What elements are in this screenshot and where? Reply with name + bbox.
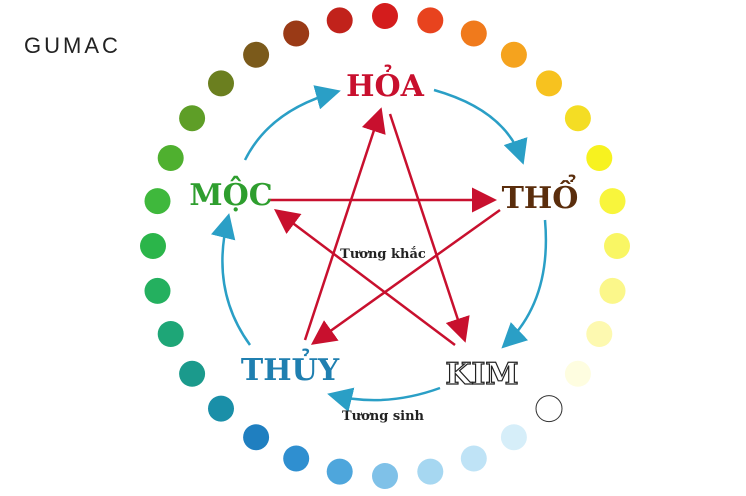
brand-logo: GUMAC xyxy=(24,33,121,58)
color-dot xyxy=(586,321,613,347)
element-hoa: HỎA xyxy=(346,64,424,104)
color-dot xyxy=(599,277,626,304)
color-dot xyxy=(326,458,353,485)
color-dot xyxy=(179,360,206,387)
arc-tho-to-kim xyxy=(501,219,548,349)
arc-hoa-to-tho xyxy=(433,88,528,165)
color-dot xyxy=(326,7,353,34)
color-dot xyxy=(564,105,591,132)
element-kim: KIM xyxy=(445,357,518,392)
element-thuy: THỦY xyxy=(241,348,340,388)
color-dot xyxy=(140,233,166,259)
color-dot xyxy=(144,277,171,304)
arc-thuy-to-moc xyxy=(211,213,252,346)
color-dot xyxy=(372,463,398,489)
color-dot xyxy=(599,188,626,215)
line-hoa-to-kim xyxy=(388,113,470,343)
color-dot xyxy=(500,424,527,451)
color-dot xyxy=(157,321,184,347)
arc-moc-to-hoa xyxy=(243,85,341,161)
color-dot xyxy=(536,70,562,97)
color-dot xyxy=(535,395,563,423)
color-dot xyxy=(372,3,398,29)
color-dot xyxy=(460,20,487,47)
line-thuy-to-hoa xyxy=(303,107,386,341)
color-dot-ring xyxy=(140,3,630,489)
color-dot xyxy=(208,395,234,422)
color-dot xyxy=(208,70,234,97)
arc-kim-to-thuy xyxy=(327,386,441,412)
generating-cycle xyxy=(211,85,548,412)
color-dot xyxy=(283,20,310,47)
color-dot xyxy=(243,41,270,68)
label-tuong-sinh: Tương sinh xyxy=(342,409,425,424)
color-dot xyxy=(243,424,270,451)
color-dot xyxy=(564,360,591,387)
color-dot xyxy=(604,233,630,259)
element-tho: THỔ xyxy=(502,174,579,216)
color-dot xyxy=(500,41,527,68)
color-dot xyxy=(417,7,444,34)
color-dot xyxy=(157,145,184,171)
color-dot xyxy=(144,188,171,215)
controlling-cycle xyxy=(268,107,501,346)
line-tho-to-thuy xyxy=(310,208,501,345)
color-dot xyxy=(460,445,487,472)
color-dot xyxy=(283,445,310,472)
line-kim-to-moc xyxy=(274,208,456,346)
element-moc: MỘC xyxy=(189,175,272,213)
color-dot xyxy=(179,105,206,132)
color-dot xyxy=(586,145,613,171)
label-tuong-khac: Tương khắc xyxy=(340,246,426,262)
color-dot xyxy=(417,458,444,485)
